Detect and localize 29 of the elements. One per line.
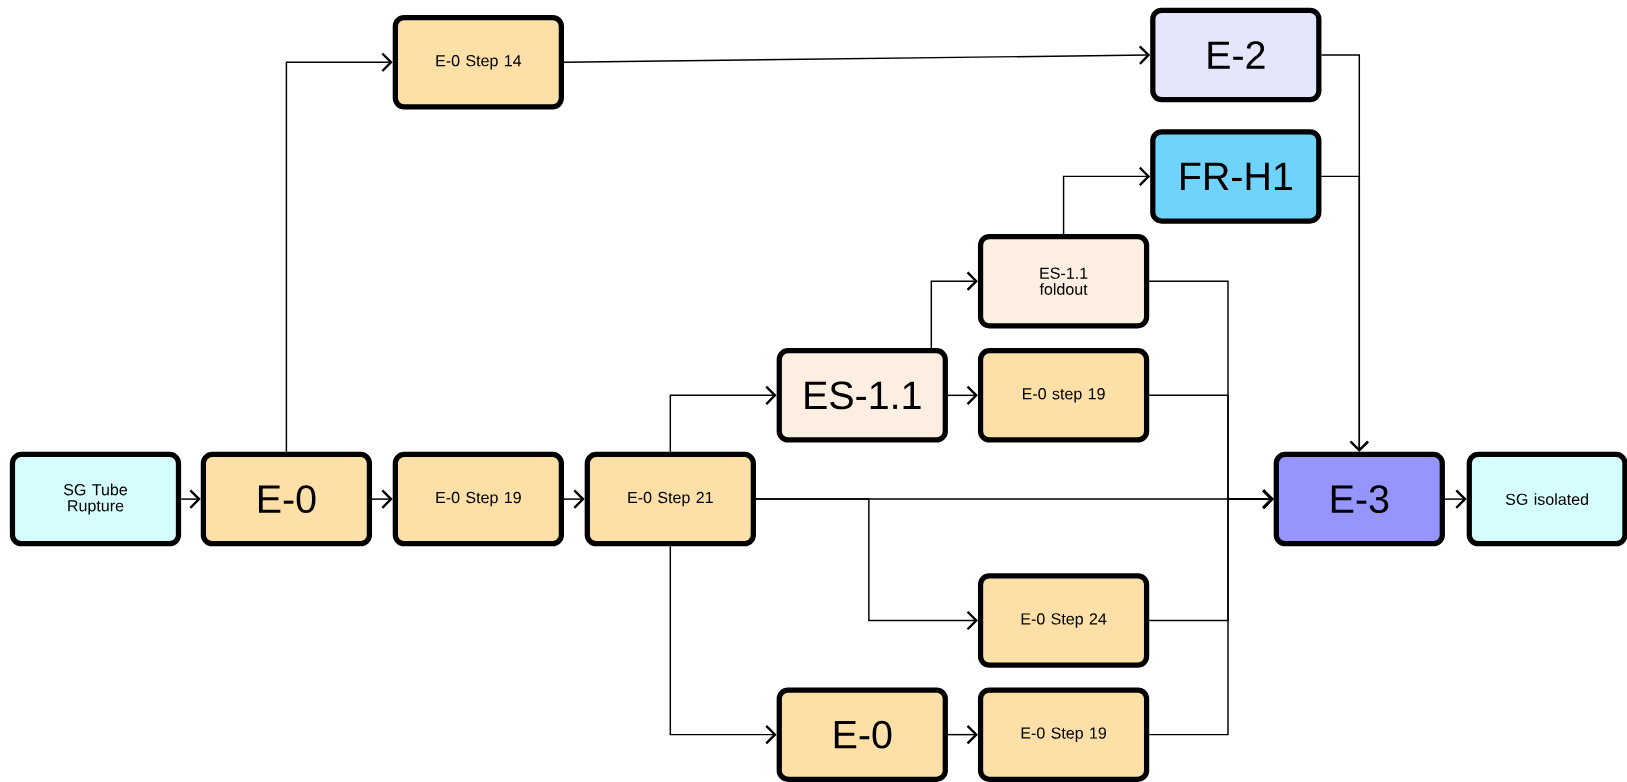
process-box: E-0 <box>776 687 948 782</box>
arrow <box>563 489 585 509</box>
process-box: SG isolated <box>1466 451 1627 547</box>
arrow <box>1320 175 1369 452</box>
arrow <box>285 52 393 453</box>
process-box: E-0 Step 24 <box>977 573 1150 668</box>
process-box: E-0 Step 14 <box>392 14 564 110</box>
process-box: E-0 Step 19 <box>977 687 1150 782</box>
process-box: FR-H1 <box>1150 129 1322 224</box>
process-box: E-0 <box>200 451 373 547</box>
arrow <box>947 724 978 745</box>
process-box: E-3 <box>1273 451 1445 547</box>
process-box: ES-1.1 foldout <box>977 233 1150 329</box>
process-box: E-0 Step 21 <box>584 451 756 547</box>
arrow <box>1062 166 1151 235</box>
process-box: E-2 <box>1150 7 1322 103</box>
process-box: SG Tube Rupture <box>9 451 182 547</box>
arrow <box>371 489 393 509</box>
process-box: E-0 Step 19 <box>392 451 564 547</box>
process-box: ES-1.1 <box>776 347 948 443</box>
arrow <box>947 385 978 405</box>
arrow <box>1148 489 1274 736</box>
arrow <box>755 498 978 630</box>
arrow <box>1444 489 1467 509</box>
arrow <box>563 45 1151 65</box>
process-box: E-0 step 19 <box>977 347 1150 443</box>
arrow <box>930 271 978 349</box>
arrow <box>669 545 777 745</box>
arrow <box>669 385 777 453</box>
